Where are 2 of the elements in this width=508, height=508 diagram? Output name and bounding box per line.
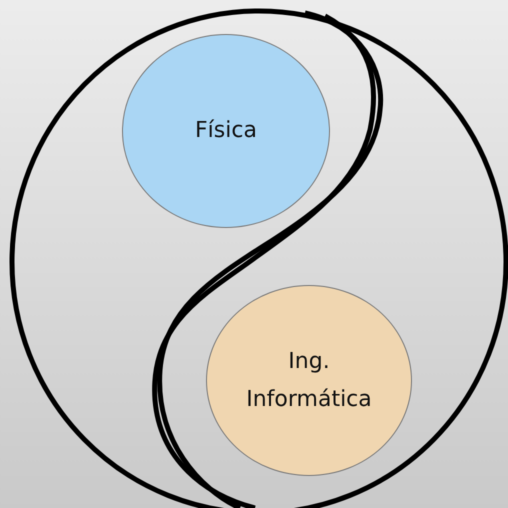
circle-label: Ing. Informática [245, 348, 373, 414]
circle-label: Física [195, 117, 257, 145]
